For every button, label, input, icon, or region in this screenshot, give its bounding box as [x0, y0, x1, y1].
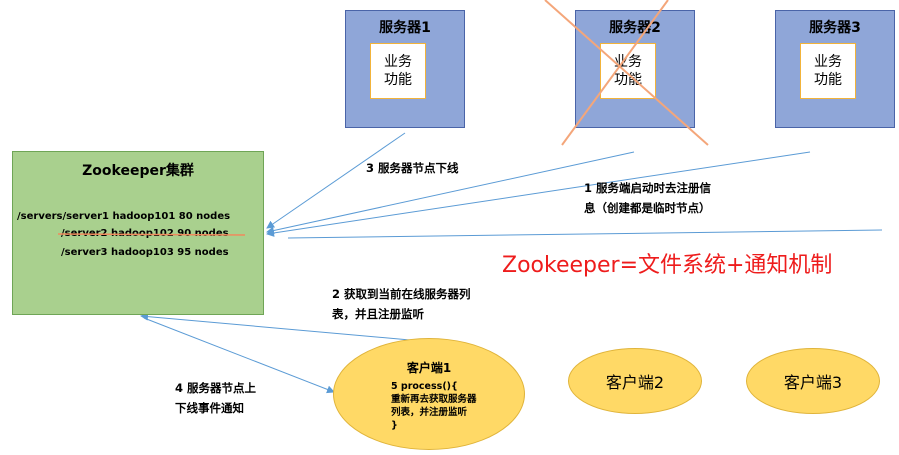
strike-line: [57, 233, 246, 236]
server-1: 服务器1 业务 功能: [345, 10, 465, 128]
cross-line-2: [561, 0, 669, 146]
arrow-server2-to-zk: [266, 151, 635, 235]
node-server3: /server3 hadoop103 95 nodes: [61, 247, 229, 258]
arrow-server3-to-zk: [266, 151, 811, 237]
server-3: 服务器3 业务 功能: [775, 10, 895, 128]
zookeeper-title: Zookeeper集群: [82, 163, 194, 179]
client-1-code-line: 列表，并注册监听: [391, 407, 468, 418]
client-2-label: 客户端2: [605, 373, 665, 392]
server-1-title: 服务器1: [379, 20, 431, 36]
label-step3: 3 服务器节点下线: [366, 161, 459, 175]
client-1-title: 客户端1: [406, 361, 452, 375]
client-1-code-line: 重新再去获取服务器: [391, 394, 477, 405]
arrow-client-register: [287, 229, 883, 239]
arrow-client1-to-zk: [140, 312, 411, 341]
label-step1-line2: 息（创建都是临时节点）: [584, 201, 711, 215]
node-server2: /server2 hadoop102 90 nodes: [61, 228, 229, 239]
node-server1: /servers/server1 hadoop101 80 nodes: [17, 211, 231, 222]
cross-line-1: [544, 0, 709, 146]
client-2: 客户端2: [568, 348, 702, 414]
client-1-code-line: }: [391, 420, 398, 431]
client-3: 客户端3: [746, 348, 880, 414]
zookeeper-cluster: Zookeeper集群 /servers/server1 hadoop101 8…: [12, 151, 264, 315]
label-step4-line2: 下线事件通知: [175, 401, 244, 415]
label-step2-line1: 2 获取到当前在线服务器列: [332, 287, 471, 301]
server-3-title: 服务器3: [809, 20, 861, 36]
arrow-server1-to-zk: [266, 132, 406, 229]
label-step2-line2: 表，并且注册监听: [332, 307, 424, 321]
label-step1-line1: 1 服务端启动时去注册信: [584, 181, 712, 195]
arrow-zk-to-client1: [143, 317, 335, 394]
server-2: 服务器2 业务 功能: [575, 10, 695, 128]
headline: Zookeeper=文件系统+通知机制: [502, 253, 833, 278]
client-3-label: 客户端3: [783, 373, 843, 392]
server-1-func: 业务 功能: [370, 43, 426, 99]
server-2-title: 服务器2: [609, 20, 661, 36]
client-1-code: 5 process(){ 重新再去获取服务器 列表，并注册监听 }: [391, 380, 477, 432]
label-step4-line1: 4 服务器节点上: [175, 381, 257, 395]
client-1: 客户端1 5 process(){ 重新再去获取服务器 列表，并注册监听 }: [333, 338, 525, 450]
server-3-func: 业务 功能: [800, 43, 856, 99]
client-1-code-line: 5 process(){: [391, 381, 458, 392]
